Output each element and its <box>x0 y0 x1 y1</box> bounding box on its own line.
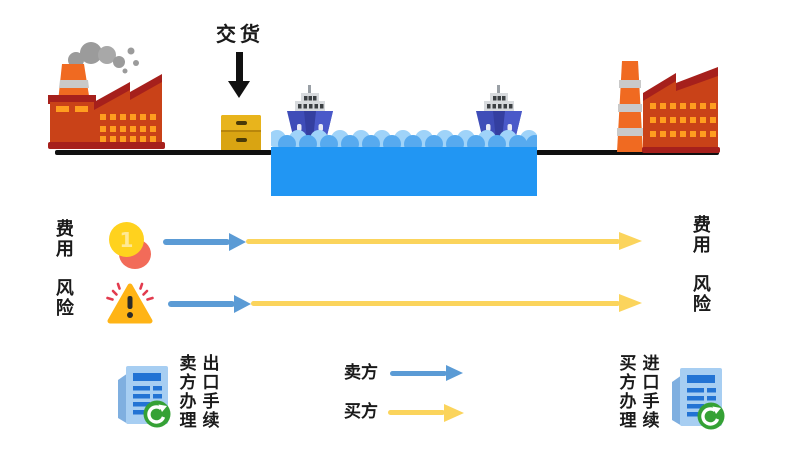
cost-label-right: 费用 <box>692 215 711 256</box>
crate-handle <box>236 138 247 142</box>
ground-line-right <box>536 150 719 155</box>
seller-procedures-col2: 出口手续 <box>202 354 220 431</box>
legend-buyer-arrow-shaft <box>388 410 445 415</box>
legend-seller-arrow-shaft <box>390 371 447 376</box>
delivery-down-arrow-icon <box>236 52 243 83</box>
buyer-procedures-col1: 买方办理 <box>619 354 637 431</box>
risk-label-right: 风险 <box>692 274 711 315</box>
delivery-down-arrow-head <box>228 81 250 98</box>
buyer-procedures-col2: 进口手续 <box>642 354 660 431</box>
coin-icon: 1 <box>109 221 159 271</box>
legend-buyer-label: 买方 <box>344 402 378 422</box>
cost-seller-arrow-shaft <box>163 239 230 245</box>
cost-seller-arrow-head <box>229 233 246 251</box>
cost-buyer-arrow-head <box>619 232 642 250</box>
risk-buyer-arrow-shaft <box>251 301 620 306</box>
cost-label-left: 费用 <box>55 219 74 260</box>
seller-factory-icon <box>48 42 165 149</box>
warning-icon <box>106 282 154 324</box>
buyer-documents-icon <box>672 368 725 430</box>
seller-procedures-label: 卖方办理 出口手续 <box>179 355 220 431</box>
delivery-label: 交货 <box>216 22 264 46</box>
legend-seller-label: 卖方 <box>344 363 378 383</box>
seller-documents-icon <box>118 366 171 428</box>
coin-front: 1 <box>109 222 144 257</box>
buyer-factory-icon <box>617 61 720 153</box>
risk-seller-arrow-shaft <box>168 301 235 307</box>
risk-seller-arrow-head <box>234 295 251 313</box>
buyer-procedures-label: 买方办理 进口手续 <box>619 355 660 431</box>
sea-water <box>271 130 537 196</box>
risk-buyer-arrow-head <box>619 294 642 312</box>
seller-procedures-col1: 卖方办理 <box>179 354 197 431</box>
crate-handle <box>236 121 247 125</box>
legend-seller-arrow-head <box>446 365 463 381</box>
legend-buyer-arrow-head <box>444 404 464 422</box>
cargo-crate-icon <box>221 115 261 153</box>
ground-line-left <box>55 150 272 155</box>
risk-label-left: 风险 <box>55 278 74 319</box>
cost-buyer-arrow-shaft <box>246 239 620 244</box>
